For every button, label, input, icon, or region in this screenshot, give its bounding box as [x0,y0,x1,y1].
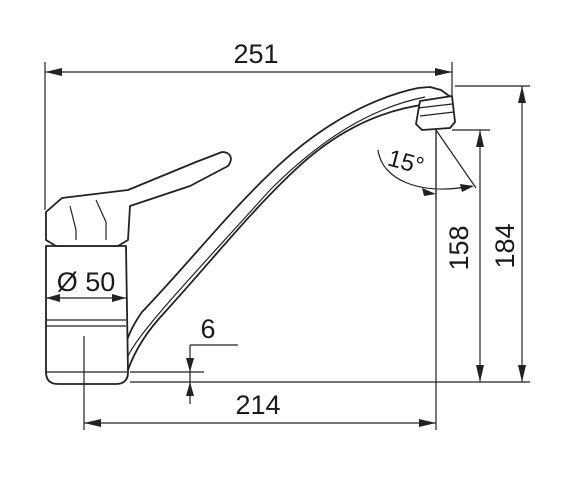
overall-height-arrow-top [518,86,526,103]
lever-handle [45,151,232,247]
overall-reach-label: 251 [233,39,278,69]
length-arrow-right [419,419,436,427]
angle-leg-line [435,129,477,189]
diameter-label: Ø 50 [57,267,116,297]
aerator-detail [417,103,455,117]
base-thickness-label: 6 [200,314,215,344]
spout-inner-line [127,96,426,357]
base-cylinder [45,245,129,385]
overall-height-arrow-bottom [518,365,526,382]
thickness-arrow-bottom [186,382,194,396]
angle-arrow-left [422,188,436,196]
spout [119,86,453,371]
diameter-arrow-right [112,294,126,302]
diameter-arrow-left [46,294,60,302]
angle-arrow-right [460,184,474,192]
overall-height-label: 184 [490,223,520,268]
spout-length-label: 214 [235,390,280,420]
faucet-body [45,86,456,385]
angle-arc [377,149,473,190]
thickness-arrow-top [186,358,194,372]
length-arrow-left [84,419,101,427]
spout-height-label: 158 [444,225,474,270]
spout-angle-label: 15° [385,145,427,180]
spout-height-arrow-bottom [476,365,484,382]
base-band-line [46,319,126,327]
reach-arrow-left [45,68,62,76]
dimension-lines [44,62,530,430]
lever-detail [69,199,107,240]
spout-height-arrow-top [476,130,484,147]
dimension-labels: 251 214 Ø 50 6 15° 158 184 [57,39,520,420]
reach-arrow-right [435,68,452,76]
